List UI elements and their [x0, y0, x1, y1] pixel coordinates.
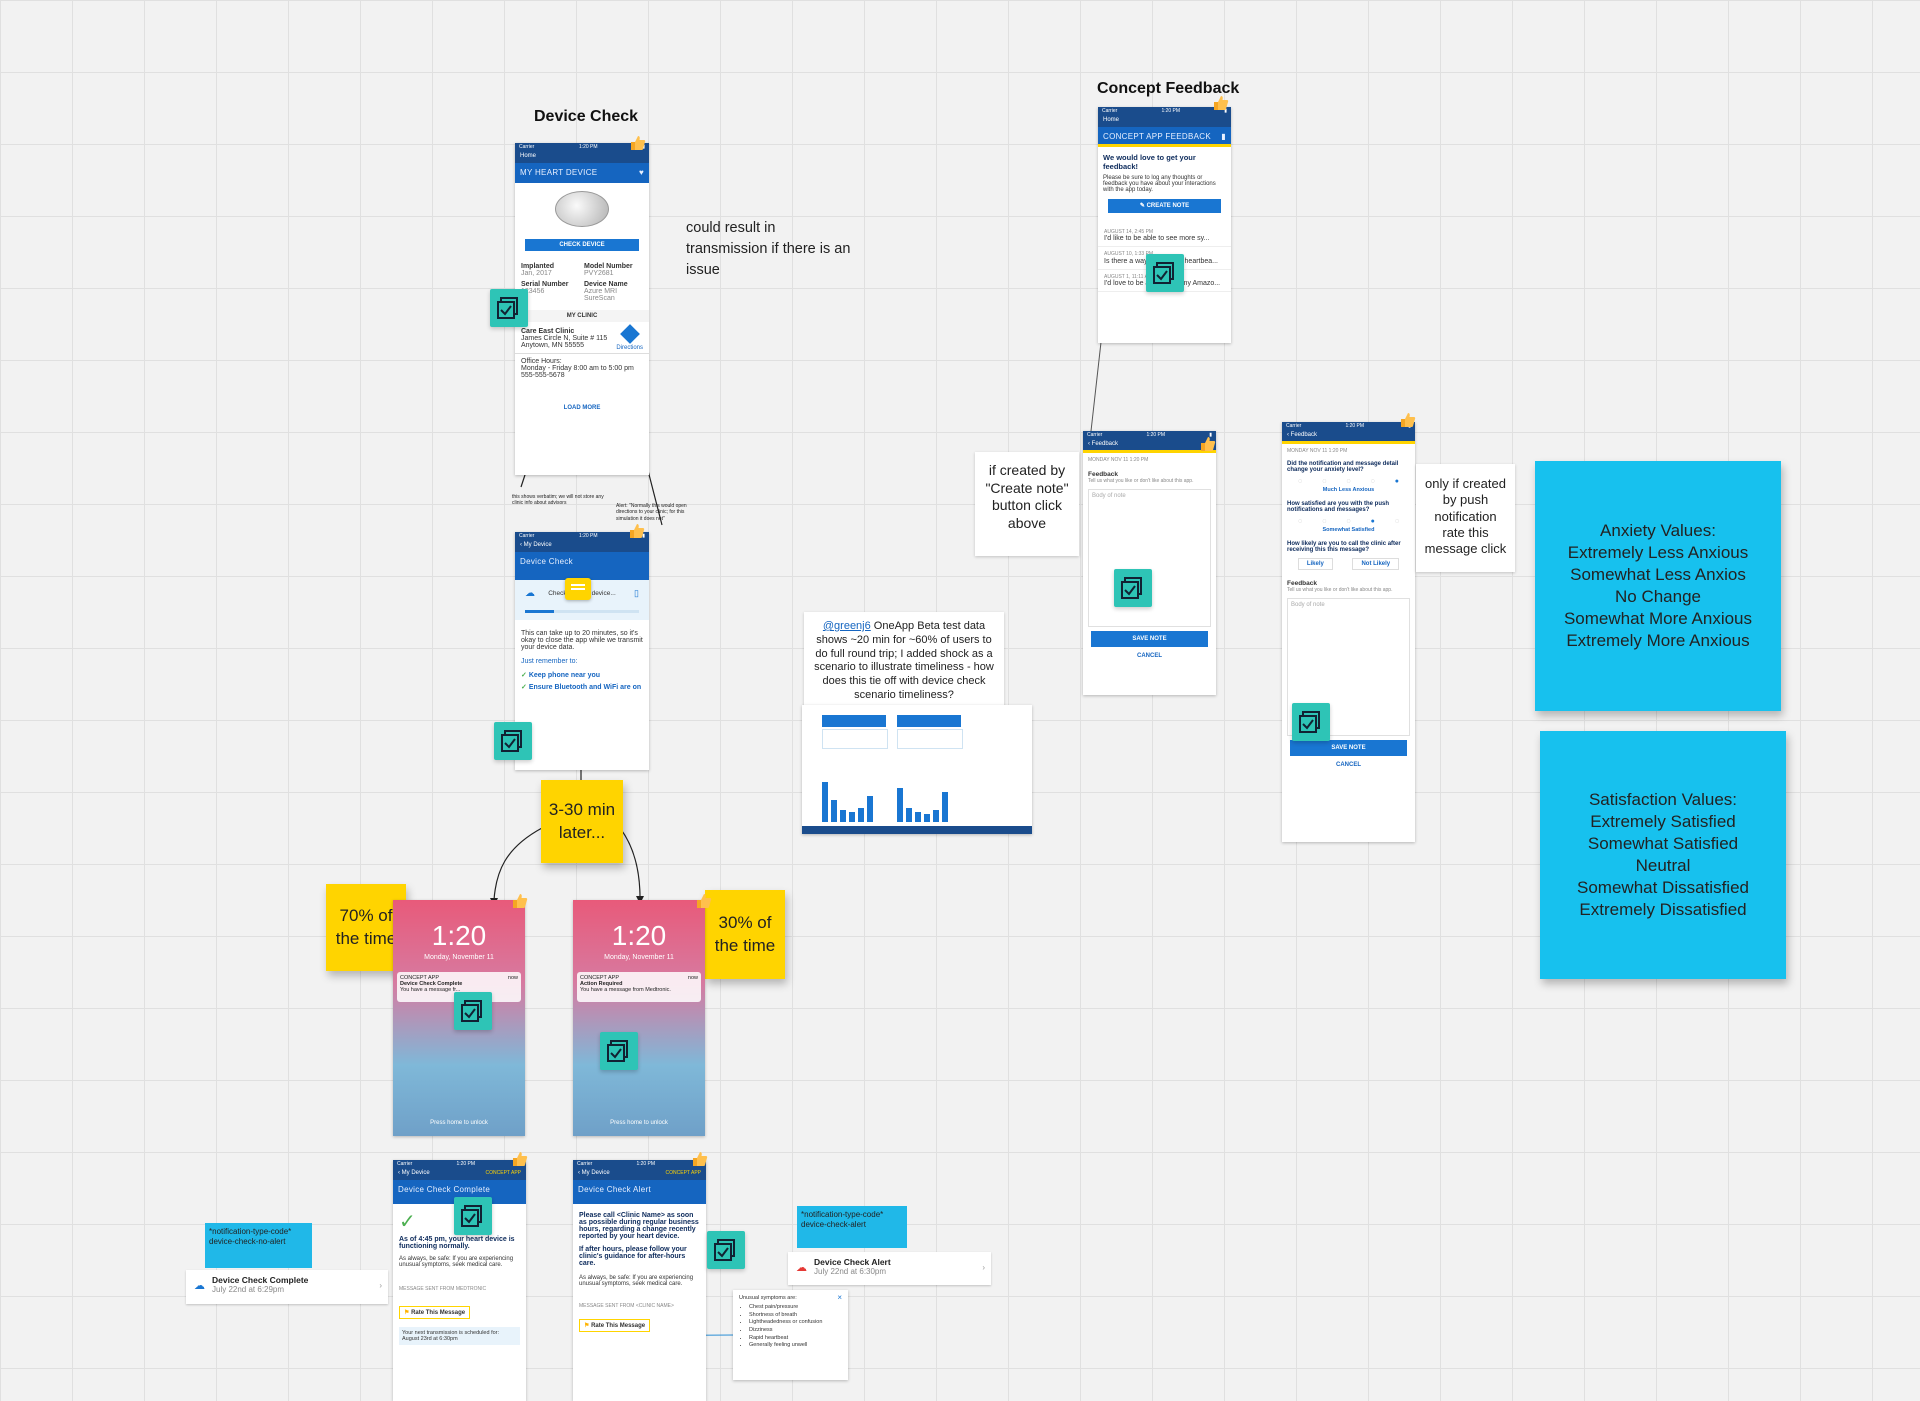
- checkbox-tile-icon[interactable]: [454, 992, 492, 1030]
- checkbox-tile-icon[interactable]: [490, 289, 528, 327]
- satisfaction-scale[interactable]: ◌◌◌●◌: [1298, 518, 1399, 526]
- checkbox-tile-icon[interactable]: [1292, 703, 1330, 741]
- checkbox-tile-icon[interactable]: [600, 1032, 638, 1070]
- checkbox-tile-icon[interactable]: [494, 722, 532, 760]
- comment-icon[interactable]: [565, 578, 591, 600]
- device-check-title: Device Check: [534, 108, 639, 125]
- office-hours: Office Hours: Monday - Friday 8:00 am to…: [515, 353, 649, 383]
- directions-icon: [619, 324, 640, 344]
- save-note-button[interactable]: SAVE NOTE: [1091, 630, 1208, 647]
- create-note-button[interactable]: ✎ CREATE NOTE: [1108, 199, 1221, 213]
- concept-feedback-title: Concept Feedback: [1097, 80, 1240, 97]
- battery-icon: ▮: [1221, 132, 1226, 141]
- anxiety-values-sticky: Anxiety Values: Extremely Less Anxious S…: [1535, 461, 1781, 711]
- back-feedback[interactable]: ‹ Feedback: [1083, 439, 1216, 453]
- chevron-right-icon: ›: [379, 1281, 382, 1290]
- mention-link[interactable]: @greenj6: [822, 620, 871, 632]
- checkbox-tile-icon[interactable]: [454, 1197, 492, 1235]
- cloud-icon: ☁: [194, 1280, 205, 1292]
- note-body-input[interactable]: Body of note: [1088, 488, 1211, 627]
- transmission-note: could result in transmission if there is…: [686, 220, 851, 279]
- lockscreen-complete: 1:20 Monday, November 11 CONCEPT APP now…: [393, 900, 525, 1136]
- symptoms-popover: × Unusual symptoms are: Chest pain/press…: [733, 1290, 848, 1380]
- checkbox-tile-icon[interactable]: [1114, 569, 1152, 607]
- thumbs-up-icon[interactable]: [1400, 412, 1416, 428]
- save-note-button[interactable]: SAVE NOTE: [1290, 739, 1407, 756]
- directions-button[interactable]: Directions: [616, 324, 643, 351]
- flag-icon: ⚑: [404, 1310, 410, 1317]
- thumbs-up-icon[interactable]: [1200, 436, 1216, 452]
- lockscreen-alert: 1:20 Monday, November 11 CONCEPT APP now…: [573, 900, 705, 1136]
- satisfaction-values-sticky: Satisfaction Values: Extremely Satisfied…: [1540, 731, 1786, 979]
- check-icon: ✓: [399, 1211, 416, 1233]
- chevron-right-icon: ›: [982, 1263, 985, 1272]
- thumbs-up-icon[interactable]: [692, 1151, 708, 1167]
- back-feedback[interactable]: ‹ Feedback: [1282, 430, 1415, 444]
- heart-icon[interactable]: ♥: [638, 168, 644, 177]
- verbatim-annotation: this shows verbatim; we will not store a…: [512, 494, 604, 507]
- device-image: [515, 183, 649, 235]
- progress-bar: [525, 610, 639, 613]
- beta-data-slide: [802, 705, 1032, 834]
- beta-comment: @greenj6 OneApp Beta test data shows ~20…: [804, 612, 1004, 716]
- nav-home[interactable]: Home: [1098, 115, 1231, 127]
- thirty-percent-sticky: 30% of the time: [705, 890, 785, 979]
- notification-complete-row[interactable]: ☁ Device Check Complete July 22nd at 6:2…: [186, 1270, 388, 1304]
- check-icon: ✓: [521, 684, 527, 691]
- phone-icon: ▯: [634, 588, 639, 598]
- screen-header: MY HEART DEVICE♥: [515, 163, 649, 183]
- note-body-input[interactable]: Body of note: [1287, 597, 1410, 736]
- screen-header: CONCEPT APP FEEDBACK▮: [1098, 127, 1231, 147]
- thumbs-up-icon[interactable]: [630, 135, 646, 151]
- notification-alert-row[interactable]: ☁ Device Check Alert July 22nd at 6:30pm…: [788, 1252, 991, 1285]
- cloud-icon: ☁: [525, 588, 535, 599]
- cancel-link[interactable]: CANCEL: [1336, 761, 1361, 768]
- push-notification[interactable]: CONCEPT APP now Action Required You have…: [577, 972, 701, 1002]
- alert-annotation: Alert: "Normally this would open directi…: [616, 503, 687, 522]
- nav-bar[interactable]: Home: [515, 151, 649, 163]
- checkbox-tile-icon[interactable]: [707, 1231, 745, 1269]
- thumbs-up-icon[interactable]: [629, 523, 645, 539]
- close-icon[interactable]: ×: [837, 1293, 842, 1302]
- flag-icon: ⚑: [584, 1323, 590, 1330]
- thumbs-up-icon[interactable]: [512, 893, 528, 909]
- anxiety-scale[interactable]: ◌◌◌◌●: [1298, 478, 1399, 486]
- screen-header: Device Check: [515, 552, 649, 580]
- thumbs-up-icon[interactable]: [696, 893, 712, 909]
- alert-cloud-icon: ☁: [796, 1262, 807, 1274]
- cancel-link[interactable]: CANCEL: [1137, 652, 1162, 659]
- check-device-button[interactable]: CHECK DEVICE: [525, 239, 639, 251]
- rate-message-button[interactable]: ⚑ Rate This Message: [579, 1319, 651, 1333]
- load-more-link[interactable]: LOAD MORE: [563, 405, 601, 411]
- push-only-note: only if created by push notification rat…: [1416, 464, 1515, 572]
- likelihood-options: Likely Not Likely: [1282, 556, 1415, 572]
- seventy-percent-sticky: 70% of the time: [326, 884, 406, 971]
- rate-message-button[interactable]: ⚑ Rate This Message: [399, 1306, 471, 1320]
- clinic-card: Care East Clinic James Circle N, Suite #…: [515, 322, 649, 353]
- thumbs-up-icon[interactable]: [1213, 95, 1229, 111]
- thumbs-up-icon[interactable]: [512, 1151, 528, 1167]
- alert-code-note: *notification-type-code* device-check-al…: [797, 1206, 907, 1248]
- create-note-note: if created by "Create note" button click…: [975, 452, 1079, 556]
- no-alert-code-note: *notification-type-code* device-check-no…: [205, 1223, 312, 1268]
- symptoms-list: Chest pain/pressure Shortness of breath …: [739, 1304, 842, 1350]
- checkbox-tile-icon[interactable]: [1146, 254, 1184, 292]
- my-clinic-label: MY CLINIC: [515, 310, 649, 322]
- check-icon: ✓: [521, 672, 527, 679]
- back-my-device[interactable]: ‹ My Device: [515, 540, 649, 552]
- later-sticky: 3-30 min later...: [541, 780, 623, 863]
